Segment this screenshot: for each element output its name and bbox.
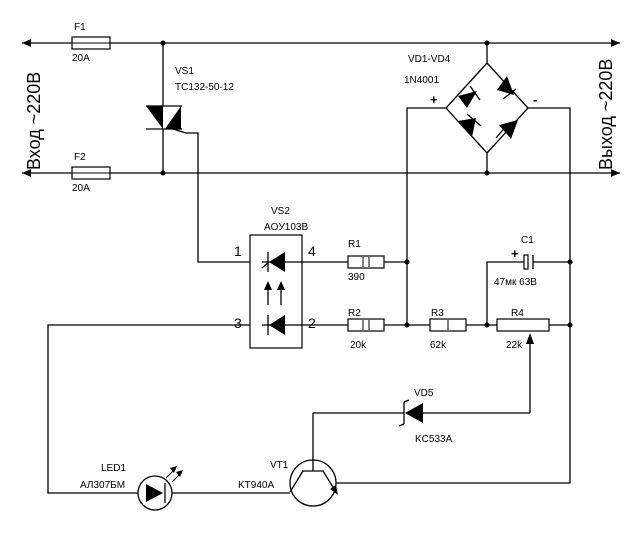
vs1-value: TC132-50-12 — [175, 82, 234, 93]
c1-ref: C1 — [521, 235, 534, 246]
r1-value: 390 — [348, 272, 365, 283]
vt1-ref: VT1 — [270, 460, 289, 471]
f2-value: 20A — [72, 183, 90, 194]
vs2-pin2: 2 — [308, 315, 316, 331]
vt1-value: KT940A — [238, 480, 274, 491]
r2-value: 20k — [350, 340, 367, 351]
input-label: Вход ~220В — [24, 72, 44, 170]
r1-ref: R1 — [348, 239, 361, 250]
led-led1: LED1 АЛ307БМ — [47, 324, 290, 511]
resistor-r1: R1 390 — [302, 239, 410, 283]
resistor-r3: R3 62k — [429, 308, 497, 351]
diode-bridge-vd1-vd4: + - VD1-VD4 1N4001 — [313, 40, 571, 484]
vs2-ref: VS2 — [271, 206, 290, 217]
resistor-r2: R2 20k — [302, 308, 430, 351]
r3-value: 62k — [430, 340, 447, 351]
vs1-ref: VS1 — [175, 66, 194, 77]
led1-ref: LED1 — [101, 463, 126, 474]
vs2-pin1: 1 — [234, 243, 242, 259]
vs2-value: AOУ103В — [264, 222, 308, 233]
fuse-f2: F2 20A — [71, 152, 111, 194]
r2-ref: R2 — [348, 308, 361, 319]
c1-value: 47мк 63В — [494, 277, 537, 288]
bridge-minus: - — [533, 92, 537, 107]
f1-ref: F1 — [74, 22, 86, 33]
r4-ref: R4 — [511, 308, 524, 319]
r3-ref: R3 — [431, 308, 444, 319]
potentiometer-r4: R4 22k — [496, 308, 573, 413]
vs2-pin4: 4 — [308, 243, 316, 259]
led1-value: АЛ307БМ — [80, 480, 125, 491]
transistor-vt1: VT1 KT940A — [238, 413, 338, 507]
optocoupler-vs2: 1 4 3 2 VS2 AOУ103В — [234, 206, 316, 349]
triac-vs1: VS1 TC132-50-12 — [146, 40, 262, 263]
bridge-ref: VD1-VD4 — [408, 54, 451, 65]
output-label: Выход ~220В — [596, 59, 616, 170]
r4-value: 22k — [506, 340, 523, 351]
bridge-value: 1N4001 — [404, 75, 439, 86]
zener-vd5: VD5 KC533A — [313, 388, 530, 445]
f2-ref: F2 — [74, 152, 86, 163]
vs2-pin3: 3 — [234, 315, 242, 331]
capacitor-c1: + C1 47мк 63В — [486, 235, 573, 325]
vd5-ref: VD5 — [414, 388, 434, 399]
bridge-plus: + — [430, 92, 438, 107]
fuse-f1: F1 20A — [71, 22, 111, 64]
f1-value: 20A — [72, 53, 90, 64]
vd5-value: KC533A — [415, 434, 453, 445]
c1-plus: + — [511, 246, 519, 261]
